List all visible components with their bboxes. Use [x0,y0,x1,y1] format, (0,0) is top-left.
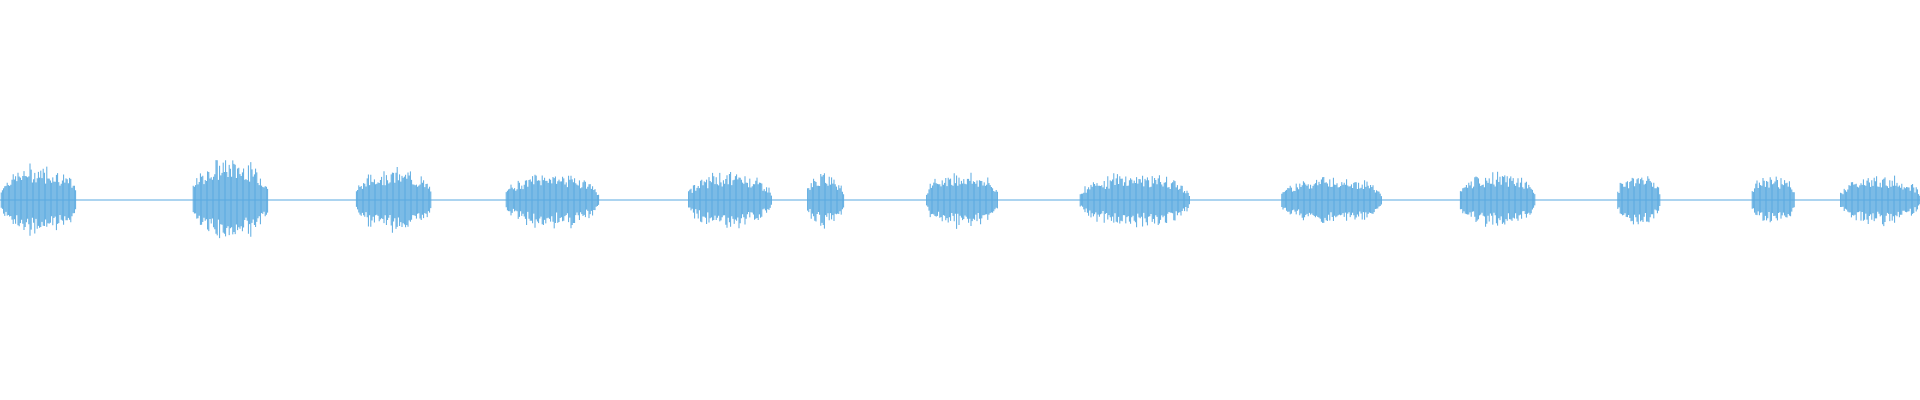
waveform-burst [355,167,432,233]
waveform-burst [1617,176,1661,225]
waveform-burst [807,173,845,229]
waveform-burst [926,172,998,229]
waveform-burst [688,172,772,229]
waveform-burst [1281,177,1382,223]
waveform-bursts [0,160,1920,239]
waveform-burst [1459,171,1536,227]
waveform-burst [192,160,269,239]
waveform-burst [1079,173,1190,228]
waveform-burst [1751,176,1795,223]
waveform-burst [0,163,77,236]
waveform-burst [1840,175,1920,227]
waveform-burst [505,174,600,229]
